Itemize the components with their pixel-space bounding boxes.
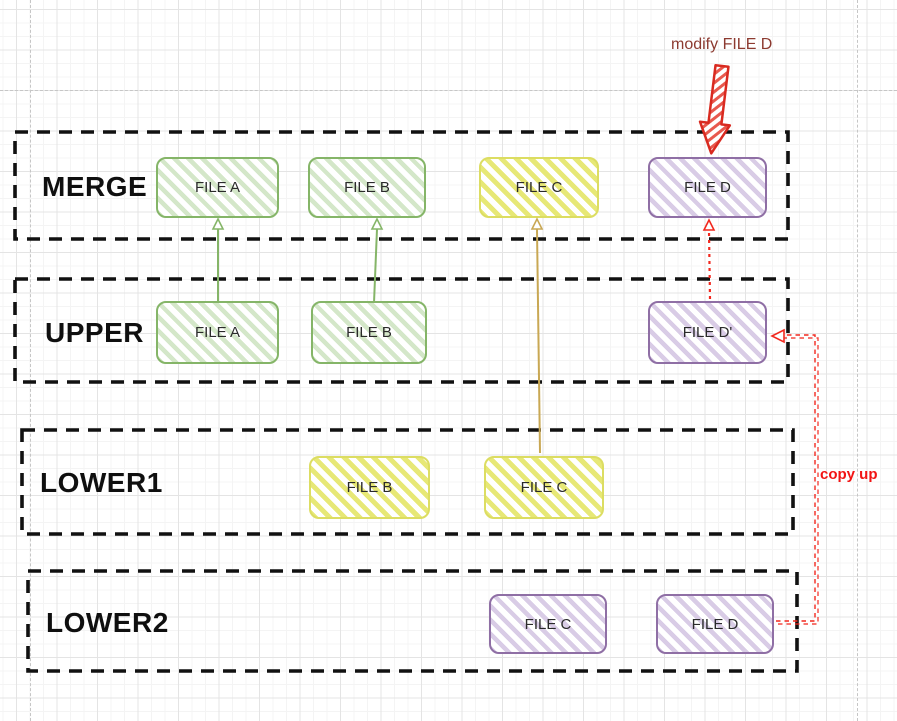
copy-up-path [776, 334, 816, 622]
page-boundary-vline-left [30, 0, 31, 721]
merge-file-d: FILE D [648, 157, 767, 218]
lower1-file-b: FILE B [309, 456, 430, 519]
copy-up-label: copy up [820, 466, 878, 483]
arrowhead-merge-a-icon [211, 217, 225, 230]
lower2-file-d: FILE D [656, 594, 774, 654]
upper-file-a-label: FILE A [194, 324, 241, 341]
lower2-file-c-label: FILE C [524, 615, 572, 633]
layer-label-upper: UPPER [45, 317, 144, 348]
upper-file-b: FILE B [311, 301, 427, 364]
upper-file-d-prime: FILE D' [648, 301, 767, 364]
arrowhead-merge-c-icon [530, 217, 544, 230]
arrow-lower1-c-to-merge-c [536, 228, 541, 454]
merge-file-b-label: FILE B [344, 179, 390, 196]
upper-file-d-prime-label: FILE D' [682, 324, 733, 341]
merge-file-a: FILE A [156, 157, 279, 218]
modify-file-d-label: modify FILE D [671, 36, 773, 53]
layer-label-lower2: LOWER2 [46, 607, 169, 638]
arrowhead-merge-b-icon [370, 217, 384, 230]
layer-label-lower1: LOWER1 [40, 467, 163, 498]
merge-file-c: FILE C [479, 157, 599, 218]
merge-file-b: FILE B [308, 157, 426, 218]
page-boundary-vline-right [857, 0, 858, 721]
lower1-file-b-label: FILE B [346, 479, 393, 496]
upper-file-b-label: FILE B [346, 324, 392, 341]
layer-label-merge: MERGE [42, 171, 148, 202]
merge-file-a-label: FILE A [194, 179, 241, 196]
arrow-upper-dprime-to-merge-d [707, 230, 712, 300]
page-boundary-hline-top [0, 90, 897, 91]
upper-file-a: FILE A [156, 301, 279, 364]
arrow-upper-b-to-merge-b [373, 228, 378, 304]
modify-arrow-icon [698, 63, 732, 155]
arrowhead-merge-d-icon [702, 218, 716, 231]
copy-up-path-sketch [778, 337, 819, 625]
merge-file-d-label: FILE D [684, 179, 731, 196]
lower2-file-c: FILE C [489, 594, 607, 654]
arrowhead-upper-dprime-icon [770, 328, 785, 344]
lower1-file-c-label: FILE C [520, 479, 568, 496]
merge-file-c-label: FILE C [515, 179, 563, 196]
lower1-file-c: FILE C [484, 456, 604, 519]
lower2-file-d-label: FILE D [691, 615, 739, 633]
